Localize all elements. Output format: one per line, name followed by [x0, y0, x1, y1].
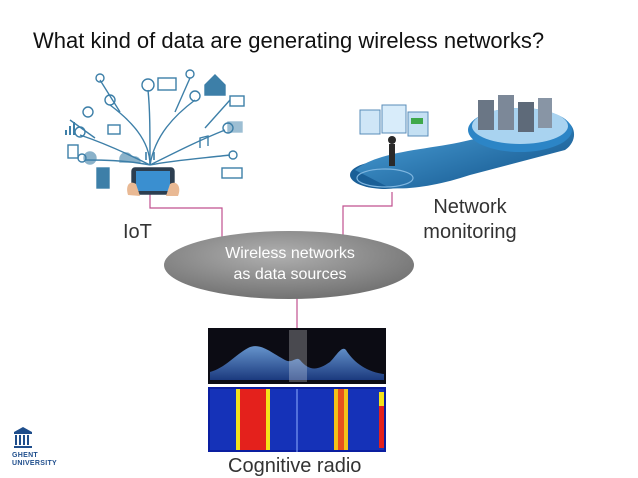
network-monitoring-label-line1: Network: [433, 196, 507, 218]
node-icon: [104, 94, 116, 106]
phone-icon: [96, 167, 110, 189]
laptop-icon: [157, 77, 177, 91]
at-icon: [82, 106, 94, 118]
network-monitoring-label-line2: monitoring: [423, 221, 517, 243]
logo-line2: UNIVERSITY: [12, 460, 58, 467]
node-icon: [141, 78, 155, 92]
keyboard-icon: [221, 167, 243, 179]
waterfall-colorbar: [379, 392, 384, 448]
hub-label-line2: as data sources: [233, 266, 347, 283]
page-title: What kind of data are generating wireles…: [33, 28, 545, 53]
bar-chart-icon: [65, 122, 75, 135]
hand-icon: [166, 182, 180, 196]
cognitive-radio-label: Cognitive radio: [228, 455, 362, 477]
server-rack-icon: [538, 98, 552, 128]
waterfall-band: [240, 389, 266, 450]
home-icon: [204, 74, 226, 96]
film-icon: [227, 121, 243, 133]
network-monitoring-label: Network monitoring: [415, 195, 525, 245]
node-icon: [185, 69, 195, 79]
camera-icon: [107, 124, 121, 135]
hub-label: Wireless networks as data sources: [165, 243, 415, 285]
server-rack-icon: [478, 100, 494, 130]
hand-icon: [127, 182, 140, 196]
server-rack-icon: [498, 95, 514, 130]
connector-network: [342, 192, 393, 245]
server-rack-icon: [518, 102, 534, 132]
person-icon: [388, 136, 396, 144]
ghent-university-logo: [14, 427, 32, 448]
spectrum-curve: [210, 346, 384, 380]
network-monitoring-illustration: [350, 95, 575, 189]
node-icon: [189, 90, 201, 102]
spectrum-highlight: [289, 330, 307, 382]
iot-illustration: [65, 69, 245, 196]
document-icon: [67, 144, 79, 159]
logo-text: GHENT UNIVERSITY: [12, 452, 57, 468]
node-icon: [228, 150, 238, 160]
cognitive-radio-illustration: [208, 328, 386, 452]
iot-label: IoT: [123, 221, 152, 243]
monitor-icon: [229, 95, 245, 107]
node-icon: [95, 73, 105, 83]
dollar-icon: [83, 151, 97, 165]
cloud-icon: [119, 152, 141, 163]
screen-panel: [359, 109, 381, 135]
hub-ellipse: [164, 231, 414, 299]
connector-iot: [149, 192, 223, 245]
music-icon: [199, 135, 209, 148]
logo-line1: GHENT: [12, 452, 38, 459]
screen-panel: [381, 104, 407, 134]
hub-label-line1: Wireless networks: [225, 245, 355, 262]
